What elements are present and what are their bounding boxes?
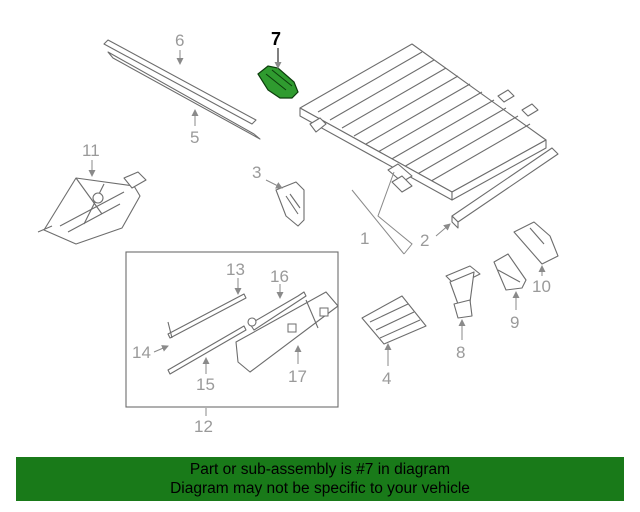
callout-7[interactable]: 7 [271,29,281,49]
callout-11: 11 [82,141,100,160]
part-8-bracket [445,265,481,319]
callout-4: 4 [382,369,391,388]
part-6-strip [103,39,257,125]
banner-line-part: Part or sub-assembly is #7 in diagram [189,461,451,478]
part-11-jack [37,171,147,245]
callout-8: 8 [456,343,465,362]
part-7-highlighted-bracket[interactable] [257,65,299,99]
callout-17: 17 [288,367,307,386]
part-9-bracket [493,253,527,291]
part-3-bracket [275,181,305,227]
part-1-bed-floor [299,43,547,201]
callout-12: 12 [194,417,213,436]
part-17-bag [235,291,339,373]
part-13-bar [167,293,247,339]
part-12-kit-box [125,251,339,408]
part-15-bar [167,325,247,375]
leader-lines [88,48,546,416]
banner-line-disclaimer: Diagram may not be specific to your vehi… [170,480,470,497]
parts-diagram: 6 5 7 3 11 1 2 13 16 14 15 17 12 4 8 9 1… [37,29,559,436]
callout-16: 16 [270,267,289,286]
callout-5: 5 [190,128,199,147]
callout-2: 2 [420,231,429,250]
callout-6: 6 [175,31,184,50]
part-2-cross-rail [451,147,559,229]
part-10-bracket [513,221,559,265]
callout-15: 15 [196,375,215,394]
callout-9: 9 [510,313,519,332]
part-16-handle [247,291,307,331]
callout-13: 13 [226,260,245,279]
callout-10: 10 [532,277,551,296]
callout-3: 3 [252,163,261,182]
callout-14: 14 [132,343,151,362]
info-banner: Part or sub-assembly is #7 in diagram Di… [16,457,624,501]
part-4-mat [361,295,427,345]
part-5-strip [107,51,261,140]
callout-1: 1 [360,229,369,248]
